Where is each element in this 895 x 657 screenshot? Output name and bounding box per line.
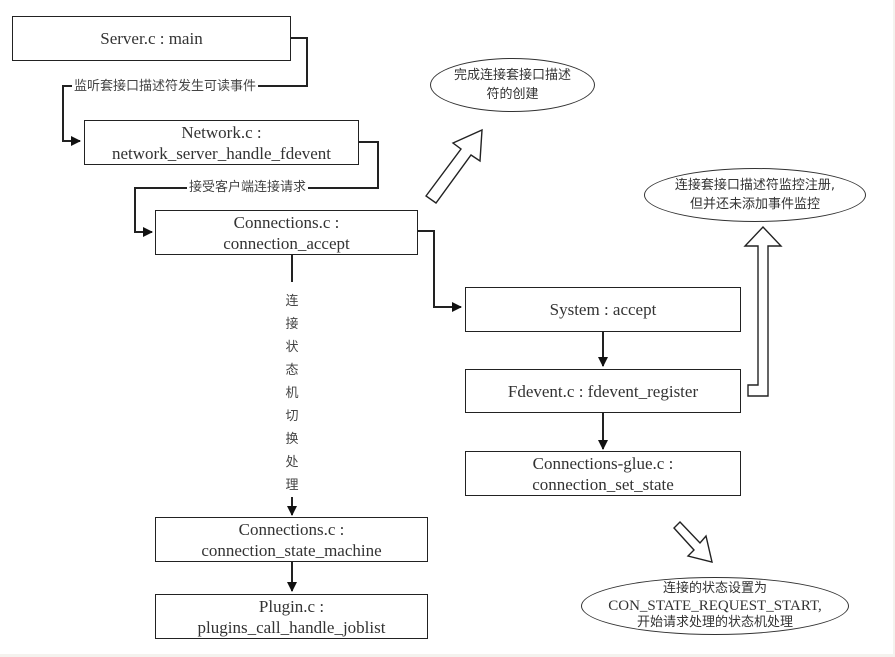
node-connection-state-machine: Connections.c : connection_state_machine bbox=[155, 517, 428, 562]
node-label: Network.c : bbox=[181, 122, 262, 142]
block-arrow-down-right-icon bbox=[673, 520, 713, 563]
node-label: Plugin.c : bbox=[258, 596, 325, 616]
edge-label-readable-event: 监听套接口描述符发生可读事件 bbox=[72, 79, 259, 95]
node-fdevent-register: Fdevent.c : fdevent_register bbox=[465, 369, 741, 413]
node-system-accept: System : accept bbox=[465, 287, 741, 332]
node-label: network_server_handle_fdevent bbox=[111, 143, 332, 163]
note-text: 连接的状态设置为 bbox=[662, 581, 767, 596]
node-network-handle-fdevent: Network.c : network_server_handle_fdeven… bbox=[84, 120, 359, 165]
edge-label-char: 状 bbox=[285, 340, 299, 355]
node-label: Connections.c : bbox=[233, 212, 340, 232]
node-label: connection_set_state bbox=[532, 474, 674, 494]
edge-label-accept-client-request: 接受客户端连接请求 bbox=[187, 180, 309, 196]
node-label: connection_state_machine bbox=[201, 540, 382, 560]
edge-accept-to-system bbox=[418, 230, 462, 312]
note-text: 符的创建 bbox=[486, 87, 539, 102]
edge-label-char: 态 bbox=[285, 363, 299, 378]
node-label: Fdevent.c : fdevent_register bbox=[507, 381, 699, 401]
note-text: 开始请求处理的状态机处理 bbox=[636, 615, 793, 630]
edge-label-char: 切 bbox=[285, 409, 299, 424]
note-state-set: 连接的状态设置为 CON_STATE_REQUEST_START, 开始请求处理… bbox=[581, 577, 849, 635]
edge-label-char: 机 bbox=[285, 386, 299, 401]
block-arrow-up-right-icon bbox=[425, 128, 483, 204]
node-label: Server.c : main bbox=[100, 29, 203, 48]
node-plugins-call-handle-joblist: Plugin.c : plugins_call_handle_joblist bbox=[155, 594, 428, 639]
node-server-main: Server.c : main bbox=[12, 16, 291, 61]
node-connection-set-state: Connections-glue.c : connection_set_stat… bbox=[465, 451, 741, 496]
note-text: 但并还未添加事件监控 bbox=[689, 197, 820, 212]
edge-label-char: 接 bbox=[285, 317, 299, 332]
edge-label-char: 连 bbox=[285, 294, 299, 309]
note-text: 连接套接口描述符监控注册, bbox=[674, 178, 836, 193]
edge-label-char: 处 bbox=[285, 455, 299, 470]
edge-label-char: 换 bbox=[285, 432, 299, 447]
block-arrow-up-icon bbox=[743, 225, 783, 397]
node-connection-accept: Connections.c : connection_accept bbox=[155, 210, 418, 255]
edge-label-state-machine-switch: 连 接 状 态 机 切 换 处 理 bbox=[284, 290, 300, 497]
note-fd-registered: 连接套接口描述符监控注册, 但并还未添加事件监控 bbox=[644, 168, 866, 222]
edge-label-char: 理 bbox=[285, 478, 299, 493]
node-label: Connections.c : bbox=[238, 519, 345, 539]
node-label: connection_accept bbox=[223, 233, 350, 253]
note-socket-created: 完成连接套接口描述 符的创建 bbox=[430, 58, 595, 112]
node-label: plugins_call_handle_joblist bbox=[197, 617, 386, 637]
node-label: System : accept bbox=[549, 300, 657, 319]
note-text: 完成连接套接口描述 bbox=[453, 68, 571, 83]
node-label: Connections-glue.c : bbox=[532, 453, 674, 473]
note-text: CON_STATE_REQUEST_START, bbox=[608, 598, 822, 614]
